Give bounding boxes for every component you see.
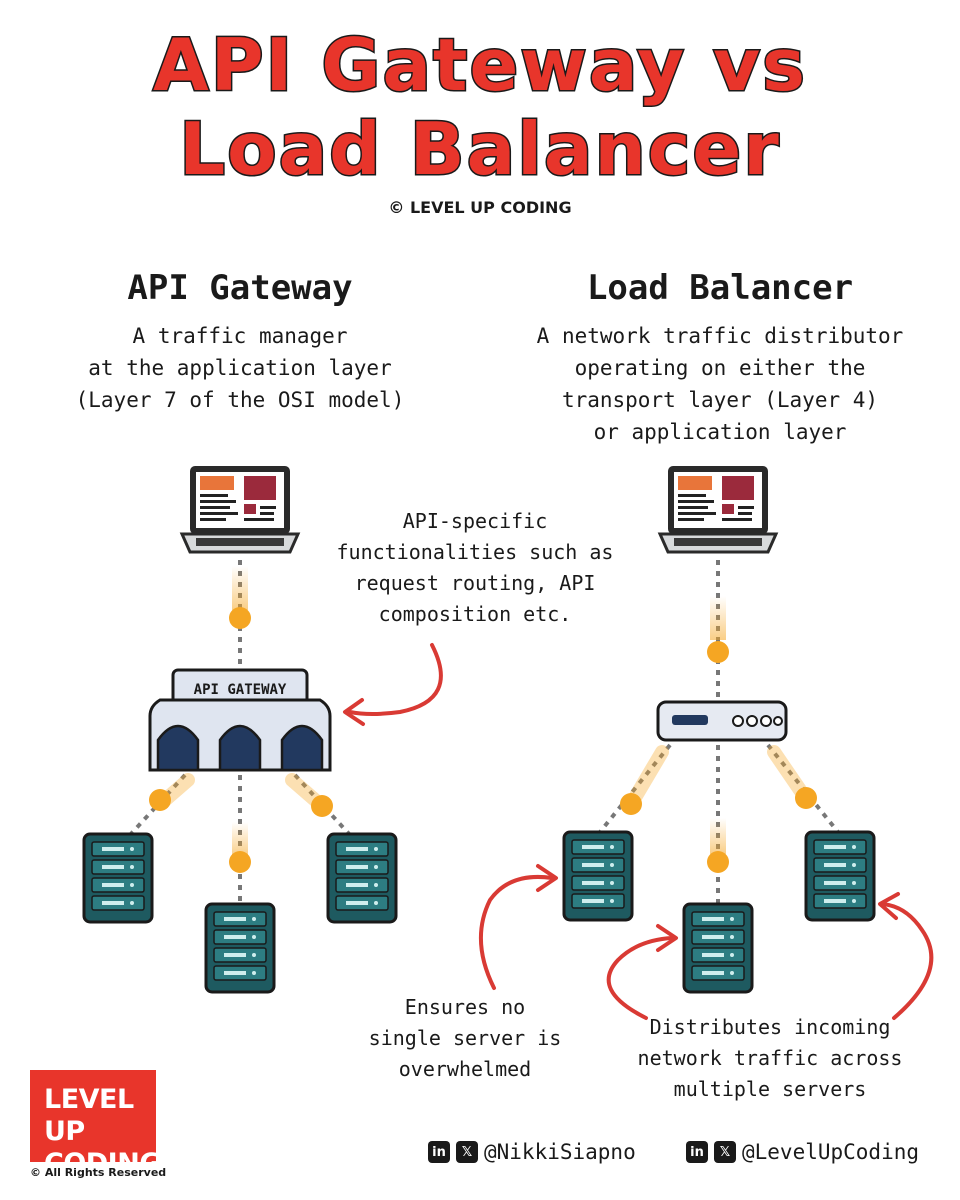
balancer-desc-line: transport layer (Layer 4) [561,388,879,412]
packet-trail [232,822,248,856]
arrow-head [656,924,678,952]
packet-trail [710,596,726,640]
packet-trail [710,818,726,854]
api-gateway-label: API GATEWAY [194,682,287,698]
balancer-desc-line: A network traffic distributor [536,324,904,348]
packet-dot [795,787,817,809]
balancer-note-right-arrow-middle [606,936,674,1020]
connection-line [598,743,672,834]
packet-trail [232,566,248,610]
packet-trail [629,745,669,803]
page-title-line1: API Gateway vs [152,23,807,107]
gateway-note-line: functionalities such as [336,540,614,564]
social-brand[interactable]: in 𝕏 @LevelUpCoding [686,1140,919,1164]
packet-dot [311,795,333,817]
gateway-desc-line: A traffic manager [132,324,348,348]
x-icon[interactable]: 𝕏 [714,1141,736,1163]
logo-line: LEVEL UP [44,1084,134,1147]
packet-dot [229,607,251,629]
level-up-coding-logo: LEVEL UP CODING [30,1070,161,1179]
arrow-head [536,864,558,892]
gateway-note-line: composition etc. [378,602,572,626]
packet-dot [149,789,171,811]
balancer-note-right-arrow-right [880,902,934,1020]
packet-dot [707,851,729,873]
gateway-note-line: request routing, API [354,571,596,595]
balancer-note-left-line: overwhelmed [398,1057,532,1081]
gateway-server-left [82,832,154,924]
handle-personal[interactable]: @NikkiSiapno [484,1140,636,1164]
gateway-server-middle [204,902,276,994]
gateway-description: A traffic manager at the application lay… [40,320,440,416]
balancer-heading: Load Balancer [586,268,854,308]
gateway-desc-line: (Layer 7 of the OSI model) [75,388,405,412]
balancer-note-left-line: single server is [368,1026,562,1050]
gateway-note-arrow [348,643,443,716]
gateway-client-laptop [180,464,300,554]
arrow-head [343,698,365,726]
balancer-desc-line: or application layer [593,420,847,444]
balancer-note-right-line: multiple servers [673,1077,867,1101]
gateway-server-right [326,832,398,924]
gateway-note: API-specific functionalities such as req… [330,506,620,630]
packet-trail [767,745,807,797]
gateway-note-line: API-specific [402,509,548,533]
balancer-note-right-line: network traffic across [637,1046,903,1070]
balancer-client-laptop [658,464,778,554]
balancer-description: A network traffic distributor operating … [500,320,940,448]
copyright-text: © LEVEL UP CODING [388,198,572,217]
handle-brand[interactable]: @LevelUpCoding [742,1140,920,1164]
balancer-desc-line: operating on either the [574,356,866,380]
balancer-note-right-line: Distributes incoming [649,1015,891,1039]
balancer-server-middle [682,902,754,994]
linkedin-icon[interactable]: in [428,1141,450,1163]
social-personal[interactable]: in 𝕏 @NikkiSiapno [428,1140,636,1164]
gateway-heading: API Gateway [127,268,353,308]
packet-dot [229,851,251,873]
connection-line [293,773,352,837]
rights-text: © All Rights Reserved [30,1166,167,1179]
packet-dot [620,793,642,815]
packet-trail [285,773,322,807]
arrow-head [878,892,900,920]
balancer-note-left: Ensures no single server is overwhelmed [335,992,595,1085]
load-balancer-device [656,700,788,742]
balancer-note-right: Distributes incoming network traffic acr… [600,1012,940,1105]
gateway-desc-line: at the application layer [88,356,392,380]
logo-line: CODING [44,1148,161,1179]
balancer-server-left [562,830,634,922]
balancer-note-left-line: Ensures no [404,995,526,1019]
linkedin-icon[interactable]: in [686,1141,708,1163]
connection-line [128,773,187,837]
x-icon[interactable]: 𝕏 [456,1141,478,1163]
balancer-server-right [804,830,876,922]
page-title-line2: Load Balancer [178,107,781,191]
api-gateway-device [148,668,332,772]
balancer-note-left-arrow [479,875,554,990]
packet-dot [707,641,729,663]
